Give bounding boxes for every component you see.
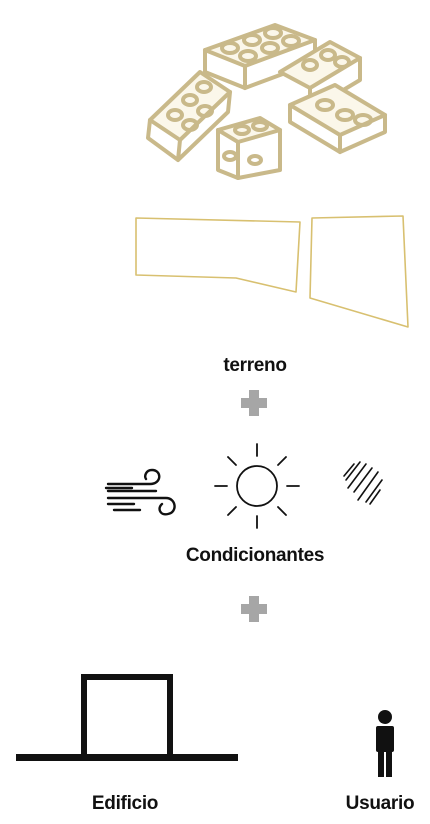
plus-icon	[240, 389, 268, 417]
plus-icon	[240, 595, 268, 623]
terrain-label: terreno	[223, 355, 287, 376]
building-icon	[14, 674, 240, 774]
building-label: Edificio	[91, 793, 159, 814]
wind-icon	[104, 468, 184, 524]
person-icon	[370, 710, 400, 778]
rain-icon	[340, 460, 384, 512]
sun-icon	[212, 440, 302, 532]
user-label: Usuario	[345, 793, 415, 814]
terrain-plot-icon	[128, 212, 410, 332]
lego-bricks-icon	[130, 10, 400, 180]
conditions-label: Condicionantes	[185, 545, 325, 566]
